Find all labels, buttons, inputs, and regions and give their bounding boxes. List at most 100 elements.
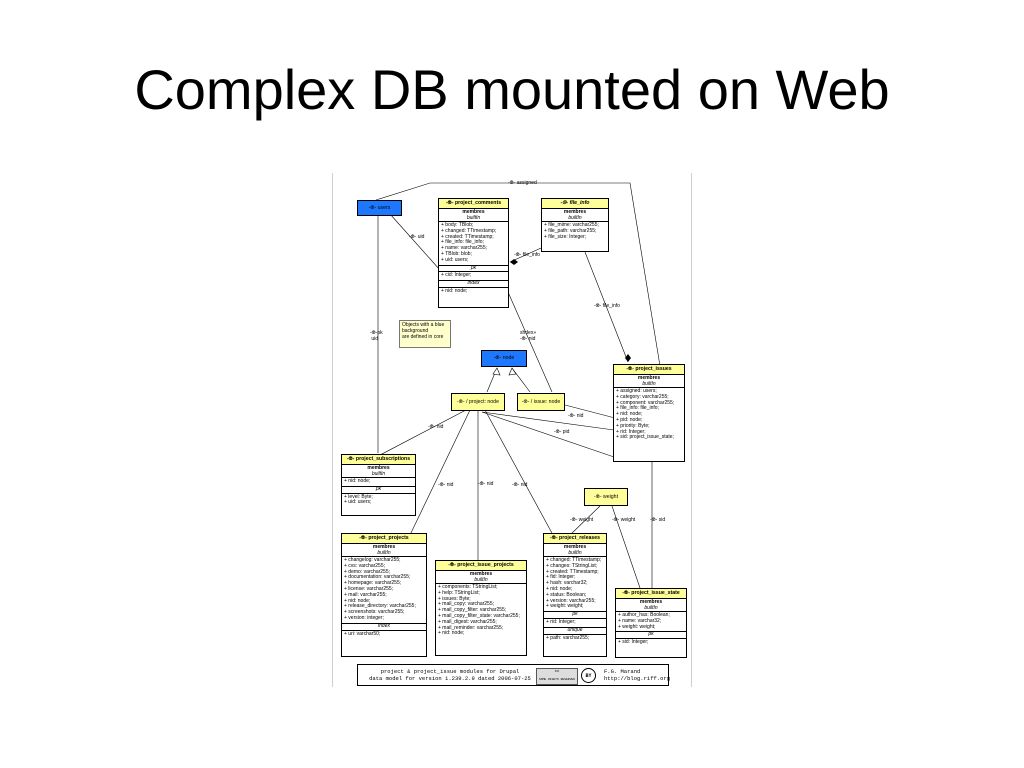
attribute-row: + nid: node; <box>441 287 468 294</box>
legend-note: Objects with a blue background are defin… <box>399 320 451 348</box>
attribute-row: + mail_copy: varchar255; <box>438 601 495 608</box>
attribute-row: + status: Boolean; <box>546 591 587 598</box>
attribute-row: + help: TStringList; <box>438 589 480 596</box>
attribute-row: + uid: users; <box>344 499 372 506</box>
creative-commons-badge: cc SOME RIGHTS RESERVED <box>536 668 578 685</box>
attribute-row: + weight: weight; <box>618 623 656 630</box>
by-icon: BY <box>581 668 596 683</box>
attribute-row: + file_path: varchar255; <box>544 227 597 234</box>
attribute-row: + component: varchar255; <box>616 399 675 406</box>
label-sid: -⦾- sid <box>650 517 666 523</box>
label-shdex-nid: shdex» -⦾- nid <box>520 330 537 342</box>
project-projects-box: -⦾- project_projects membres builtIn + c… <box>341 533 427 657</box>
attribute-row: + sid: project_issue_state; <box>616 434 674 441</box>
attribute-row: + components: TStringList; <box>438 584 498 590</box>
attribute-row: + version: varchar255; <box>546 597 596 604</box>
attribute-row: + demo: varchar255; <box>344 568 390 575</box>
label-nid-issue-projects: -⦾- nid <box>478 481 494 487</box>
attribute-row: + nid: node; <box>438 630 465 637</box>
label-file-info-2: -⦾- file_info <box>594 303 620 309</box>
project-subscriptions-box: -⦾- project_subscriptions membres builtI… <box>341 454 416 516</box>
attribute-row: + author_has: Boolean; <box>618 612 670 618</box>
attribute-row: + file_info: file_info; <box>616 405 659 412</box>
attribute-row: + file_mime: varchar255; <box>544 222 599 228</box>
label-nid-issue: -⦾- nid <box>568 413 584 419</box>
footer-right-text: F.G. Marand http://blog.riff.org <box>604 668 671 682</box>
diagram-credit-footer: project & project_issue modules for Drup… <box>357 664 671 686</box>
users-box: -⦾- users <box>357 200 402 216</box>
attribute-row: + changelog: varchar255; <box>344 557 401 563</box>
attribute-row: + homepage: varchar255; <box>344 580 402 587</box>
attribute-list: + sid: Integer; <box>616 639 686 647</box>
attribute-row: + changes: TStringList; <box>546 562 598 569</box>
label-nid-projects: -⦾- nid <box>438 482 454 488</box>
attribute-row: + nid: node; <box>616 411 643 418</box>
node-box: -⦾- node <box>481 350 527 367</box>
attribute-row: + documentation: varchar255; <box>344 574 411 581</box>
label-weight-1: -⦾- weight <box>570 517 594 523</box>
attribute-row: + name: varchar32; <box>618 617 662 624</box>
attribute-row: + mail: varchar255; <box>344 591 387 598</box>
attribute-row: + sid: Integer; <box>618 639 649 646</box>
project-issue-state-box: -⦾- project_issue_state membres builtIn … <box>615 588 687 658</box>
attribute-row: + version: integer; <box>344 614 384 621</box>
attribute-row: + pid: node; <box>616 416 643 423</box>
attribute-row: + path: varchar255; <box>546 634 590 641</box>
attribute-row: + mail_copy_filter: varchar255; <box>438 607 507 614</box>
issue-node-box: -⦾- / issue: node <box>517 393 565 411</box>
attribute-row: + assigned: users; <box>616 388 657 394</box>
attribute-list: + cid: Integer; <box>439 272 508 282</box>
attribute-row: + weight: weight; <box>546 603 584 610</box>
attribute-row: + mail_reminder: varchar255; <box>438 624 504 631</box>
attribute-list: + changelog: varchar255;+ cvs: varchar25… <box>342 557 426 624</box>
attribute-list: + body: TBlob;+ changed: TTimestamp;+ cr… <box>439 222 508 266</box>
attribute-list: + changed: TTimestamp;+ changes: TString… <box>544 557 606 613</box>
attribute-row: + cid: Integer; <box>441 272 472 279</box>
attribute-row: + file_size: Integer; <box>544 233 587 240</box>
label-nid-subscriptions: -⦾- nid <box>428 424 444 430</box>
attribute-row: + issues: Byte; <box>438 595 471 602</box>
attribute-row: + uri: varchar50; <box>344 630 381 637</box>
file-info-box: -⦾- file_info membres builtIn + file_mim… <box>541 198 609 252</box>
attribute-row: + TBlob: blob; <box>441 250 472 257</box>
attribute-list: + components: TStringList;+ help: TStrin… <box>436 584 526 638</box>
attribute-row: + created: TTimestamp; <box>441 233 494 240</box>
attribute-row: + priority: Byte; <box>616 422 650 429</box>
project-issue-projects-box: -⦾- project_issue_projects membres built… <box>435 560 527 656</box>
attribute-row: + nid: node; <box>344 597 371 604</box>
attribute-list: + rid: Integer; <box>544 619 606 628</box>
attribute-row: + release_directory: varchar255; <box>344 603 416 610</box>
project-issues-box: -⦾- project_issues membres builtIn + ass… <box>613 364 685 462</box>
attribute-list: + uri: varchar50; <box>342 631 426 639</box>
attribute-row: + license: varchar255; <box>344 585 394 592</box>
attribute-row: + hash: varchar32; <box>546 580 588 587</box>
attribute-list: + level: Byte;+ uid: users; <box>342 494 415 508</box>
slide-title: Complex DB mounted on Web <box>134 58 890 121</box>
attribute-row: + rid: Integer; <box>616 428 646 435</box>
project-node-box: -⦾- / project: node <box>451 393 505 411</box>
label-pid: -⦾- pid <box>554 429 570 435</box>
attribute-row: + nid: node; <box>546 585 573 592</box>
attribute-row: + mail_digest: varchar255; <box>438 618 497 625</box>
attribute-row: + cvs: varchar255; <box>344 562 385 569</box>
attribute-row: + screenshots: varchar255; <box>344 609 405 616</box>
attribute-row: + changed: TTimestamp; <box>546 557 602 563</box>
attribute-row: + created: TTimestamp; <box>546 568 599 575</box>
attribute-row: + body: TBlob; <box>441 222 474 228</box>
attribute-list: + nid: node; <box>342 478 415 487</box>
attribute-list: + nid: node; <box>439 288 508 296</box>
attribute-list: + author_has: Boolean;+ name: varchar32;… <box>616 612 686 633</box>
attribute-row: + file_info: file_info; <box>441 239 484 246</box>
attribute-row: + rid: Integer; <box>546 618 576 625</box>
project-comments-box: -⦾- project_comments membres builtIn + b… <box>438 198 509 308</box>
attribute-row: + name: varchar255; <box>441 245 487 252</box>
attribute-row: + nid: node; <box>344 478 371 484</box>
attribute-row: + mail_copy_filter_state: varchar255; <box>438 612 520 619</box>
attribute-row: + category: varchar255; <box>616 393 669 400</box>
attribute-row: + fid: Integer; <box>546 574 576 581</box>
footer-left-text: project & project_issue modules for Drup… <box>369 668 531 682</box>
attribute-row: + uid: users; <box>441 256 469 263</box>
weight-box: -⦾- weight <box>584 488 628 506</box>
label-uid: -⦾- uid <box>409 234 425 240</box>
attribute-row: + level: Byte; <box>344 493 373 500</box>
